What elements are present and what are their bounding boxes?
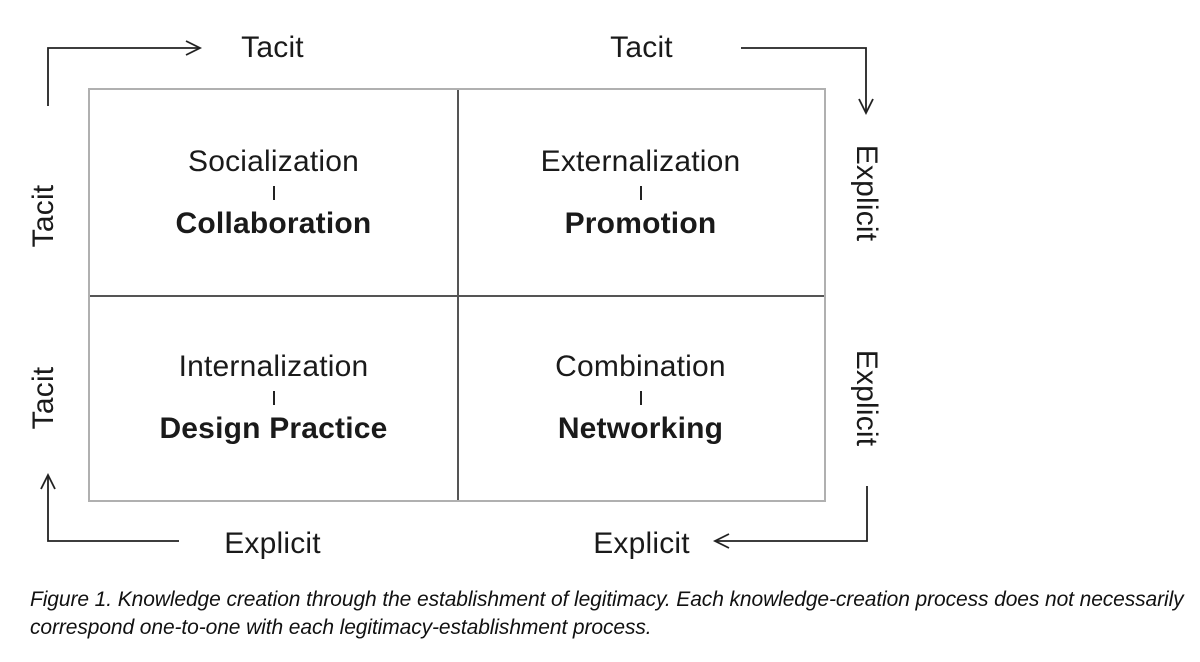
quadrant-externalization: Externalization Promotion [457,90,824,295]
process-label: Socialization [187,144,360,178]
arrow-top-right-down-icon [741,47,874,116]
caption-line-2: correspond one-to-one with each legitima… [30,616,652,639]
arrow-bottom-left-up-icon [40,472,179,542]
axis-label-bottom-explicit-2: Explicit [593,527,690,560]
separator-bar [639,390,642,405]
mechanism-label: Collaboration [175,206,372,240]
axis-label-bottom-explicit-1: Explicit [224,527,321,560]
axis-label-right-explicit-1: Explicit [850,144,883,242]
axis-label-top-tacit-1: Tacit [241,31,304,64]
mechanism-label: Design Practice [159,411,388,445]
axis-label-right-explicit-2: Explicit [850,349,883,447]
quadrant-internalization: Internalization Design Practice [90,295,457,500]
quadrant-combination: Combination Networking [457,295,824,500]
matrix-box: Socialization Collaboration Externalizat… [88,88,826,502]
process-label: Combination [555,349,726,383]
arrow-top-left-right-icon [47,40,203,106]
separator-bar [272,390,275,405]
arrow-bottom-right-left-icon [712,486,868,549]
mechanism-label: Promotion [564,206,717,240]
figure-caption: Figure 1. Knowledge creation through the… [30,586,1190,642]
matrix-horizontal-divider [90,295,824,297]
mechanism-label: Networking [557,411,724,445]
separator-bar [272,185,275,200]
process-label: Internalization [178,349,369,383]
caption-line-1: Figure 1. Knowledge creation through the… [30,588,1184,611]
axis-label-top-tacit-2: Tacit [610,31,673,64]
process-label: Externalization [540,144,741,178]
axis-label-left-tacit-2: Tacit [27,366,60,430]
separator-bar [639,185,642,200]
quadrant-socialization: Socialization Collaboration [90,90,457,295]
axis-label-left-tacit-1: Tacit [27,184,60,248]
